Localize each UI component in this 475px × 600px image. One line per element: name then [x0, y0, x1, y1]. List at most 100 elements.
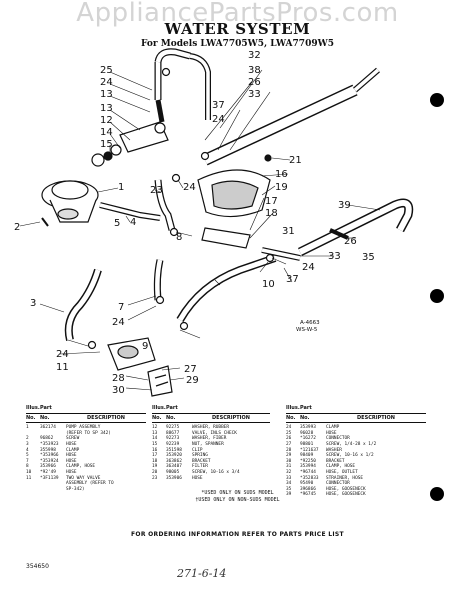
- page-title: WATER SYSTEM: [164, 20, 311, 38]
- callout-32: 32: [248, 50, 261, 61]
- part-number: *96745: [300, 492, 316, 498]
- illus-number: 27: [286, 441, 292, 447]
- screw-2: [41, 217, 49, 227]
- part-number: 88677: [166, 430, 180, 436]
- parts-row: 29 98409 SCREW, 10-16 x 1/2: [286, 453, 426, 459]
- illus-number: 18: [152, 458, 158, 464]
- part-number: 353993: [300, 425, 316, 431]
- part-description: HOSE: [66, 458, 77, 464]
- part-number: 353966: [40, 464, 56, 470]
- washer-14: [103, 151, 113, 161]
- callout-24b: 24: [183, 182, 196, 193]
- part-description: BRACKET: [326, 458, 345, 464]
- part-number: *92'49: [40, 469, 56, 475]
- callout-26b: 26: [344, 236, 357, 247]
- part-number: 353994: [300, 464, 316, 470]
- binder-hole-3: [430, 487, 444, 501]
- callout-19: 19: [275, 182, 288, 193]
- callout-37a: 37: [212, 100, 225, 111]
- part-description: HOSE, GOOSENECK: [326, 492, 366, 498]
- part-number: *96744: [300, 469, 316, 475]
- part-number: *353966: [40, 453, 59, 459]
- clamp-24d: [155, 295, 165, 305]
- bracket-18: [201, 227, 251, 249]
- callout-11: 11: [56, 362, 69, 373]
- callout-24d: 24: [302, 262, 315, 273]
- clamp-24f: [87, 340, 97, 350]
- clamp-24e: [265, 253, 275, 263]
- part-description: TWO WAY VALVE: [66, 475, 101, 481]
- illus-number: 14: [152, 436, 158, 442]
- illus-number: 15: [152, 441, 158, 447]
- part-number: 363407: [166, 464, 182, 470]
- callout-13a: 13: [100, 89, 113, 100]
- illus-number: 34: [286, 481, 292, 487]
- callout-15: 15: [100, 139, 113, 150]
- illus-number: 13: [152, 430, 158, 436]
- illus-number: 23: [152, 475, 158, 481]
- part-number: 363862: [166, 458, 182, 464]
- part-number: 353906: [166, 475, 182, 481]
- part-number: 98409: [300, 453, 314, 459]
- part-description: HOSE, GOOSENECK: [326, 486, 366, 492]
- callout-23: 23: [150, 185, 163, 196]
- callout-28: 28: [112, 373, 125, 384]
- callout-14: 14: [100, 127, 113, 138]
- part-description: SCREW: [66, 436, 80, 442]
- diagram-ref: A-4663: [300, 320, 320, 326]
- part-number: 98005: [166, 469, 180, 475]
- callout-13b: 13: [100, 103, 113, 114]
- clamp-24h: [171, 173, 181, 183]
- illus-number: 4: [26, 447, 29, 453]
- illus-number: 29: [286, 453, 292, 459]
- callout-24a: 24: [100, 77, 113, 88]
- illus-number: 17: [152, 453, 158, 459]
- part-number: *16272: [300, 436, 316, 442]
- part-number: 351598: [166, 447, 182, 453]
- callout-12: 12: [100, 115, 113, 126]
- callout-10: 10: [262, 279, 275, 290]
- hose-10: [176, 254, 277, 323]
- part-number: *352833: [300, 475, 319, 481]
- callout-17: 17: [265, 196, 278, 207]
- part-number: *3F1139: [40, 475, 59, 481]
- part-description: SCREW, 10-16 x 1/2: [326, 453, 374, 459]
- callout-33a: 33: [248, 89, 261, 100]
- part-number: 92239: [166, 441, 180, 447]
- callout-27: 27: [184, 364, 197, 375]
- clip-16: [264, 154, 272, 162]
- part-description: HOSE: [66, 469, 77, 475]
- footnote-suds: *USED ONLY ON SUDS MODEL: [201, 490, 274, 496]
- part-description: (REFER TO SP 342): [66, 430, 111, 436]
- illus-number: 20: [152, 469, 158, 475]
- ordering-info: FOR ORDERING INFORMATION REFER TO PARTS …: [131, 531, 344, 538]
- part-description: CONNECTOR: [326, 436, 350, 442]
- callout-9: 9: [142, 341, 148, 352]
- part-description: SPRING: [192, 453, 208, 459]
- callout-1: 1: [118, 182, 124, 193]
- callout-38: 38: [248, 65, 261, 76]
- part-number: 92273: [166, 436, 180, 442]
- illus-number: 8: [26, 464, 29, 470]
- callout-18: 18: [265, 208, 278, 219]
- binder-hole-2: [430, 289, 444, 303]
- parts-row: 18 363862 BRACKET: [152, 459, 270, 465]
- part-description: WASHER, FIBER: [192, 436, 227, 442]
- part-description: BRACKET: [192, 458, 211, 464]
